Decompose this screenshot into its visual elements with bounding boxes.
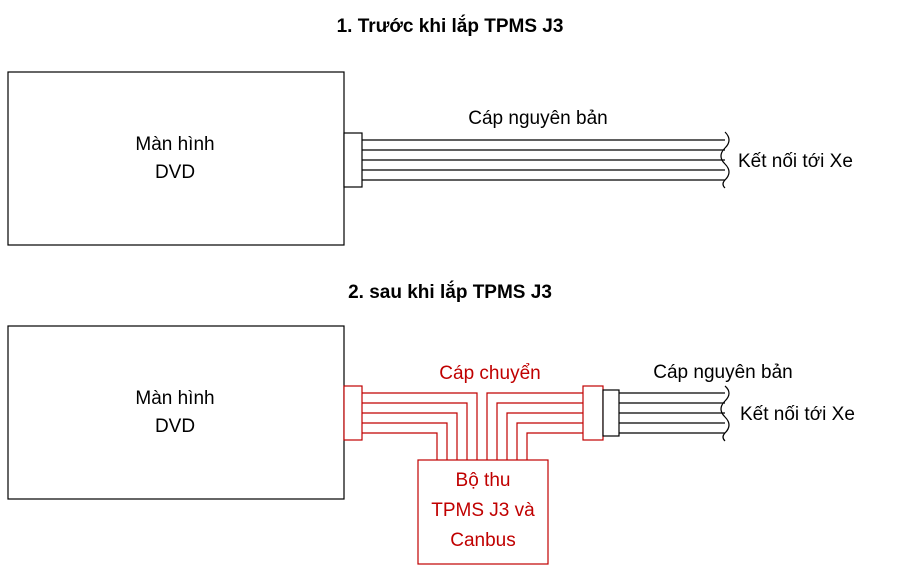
section1-original-cable [362,131,730,189]
section1-cable-label: Cáp nguyên bản [468,108,607,129]
section2-adapter-cable-label: Cáp chuyển [439,363,540,384]
section2-receiver-label-line3: Canbus [450,530,516,551]
section1-connector [343,132,363,188]
section2-adapter-cable-right [486,392,583,460]
section1-dvd-monitor-box [7,71,345,246]
section1-monitor-label-line1: Màn hình [135,134,214,155]
section1-cable-break [720,131,730,189]
section2-original-connector [602,389,620,437]
section2-receiver-label-line2: TPMS J3 và [431,500,535,521]
section2-monitor-label-line2: DVD [155,416,195,437]
section2-receiver-label-line1: Bộ thu [456,470,511,491]
section1-monitor-label-line2: DVD [155,162,195,183]
section1-title: 1. Trước khi lắp TPMS J3 [337,15,564,37]
section1-connect-label: Kết nối tới Xe [738,151,853,172]
section2-cable-label: Cáp nguyên bản [653,362,792,383]
section2-title: 2. sau khi lắp TPMS J3 [348,281,552,303]
section2-connect-label: Kết nối tới Xe [740,404,855,425]
section2-adapter-connector [582,385,604,441]
section2-dvd-monitor-box [7,325,345,500]
section2-original-cable [619,385,730,442]
section2-cable-break [720,385,730,442]
section2-tpms-receiver-box [417,459,549,565]
section2-adapter-cable-left [362,392,478,460]
section2-monitor-connector [343,385,363,441]
section2-monitor-label-line1: Màn hình [135,388,214,409]
